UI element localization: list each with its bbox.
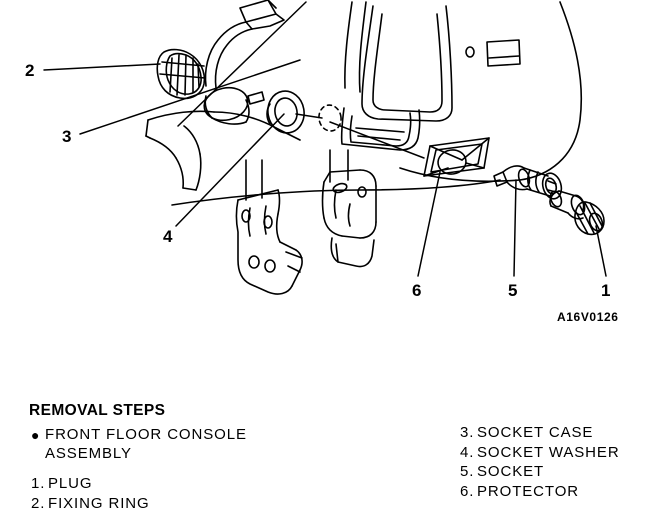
wiring-harness	[204, 0, 285, 89]
legend-item-6: 6.PROTECTOR	[460, 482, 620, 502]
socket-part	[493, 165, 563, 200]
part-code-label: A16V0126	[557, 310, 619, 324]
dash-panel-outline	[145, 110, 501, 206]
legend-item-1-number: 1.	[31, 475, 46, 492]
legend-item-1: 1.PLUG	[31, 474, 150, 494]
socket-washer-ring	[266, 90, 305, 134]
legend-item-2-number: 2.	[31, 494, 46, 512]
installed-position-ghost	[318, 104, 342, 132]
console-body-outline	[340, 1, 583, 183]
legend-item-4-label: SOCKET WASHER	[477, 443, 620, 461]
legend-item-2: 2.FIXING RING	[31, 494, 150, 514]
legend-item-5-number: 5.	[460, 463, 475, 480]
bullet-dot-icon: ●	[31, 427, 40, 443]
diagram-linework	[43, 0, 607, 295]
plug-part	[549, 190, 605, 236]
bullet-line-1: FRONT FLOOR CONSOLE	[45, 426, 247, 443]
protector-plate	[423, 137, 490, 177]
exploded-view-diagram: 2 3 4 6 5 1 A16V0126	[25, 0, 619, 324]
callout-3: 3	[62, 127, 72, 146]
legend-item-3-label: SOCKET CASE	[477, 424, 594, 441]
legend-item-5: 5.SOCKET	[460, 462, 620, 482]
legend-right-column: 3.SOCKET CASE 4.SOCKET WASHER 5.SOCKET 6…	[460, 423, 620, 501]
callout-1: 1	[601, 281, 611, 300]
legend-item-6-number: 6.	[460, 482, 475, 500]
console-bracket-right	[321, 149, 377, 268]
legend-item-3-number: 3.	[460, 424, 475, 441]
legend-item-4: 4.SOCKET WASHER	[460, 443, 620, 463]
removal-steps-heading: REMOVAL STEPS	[29, 402, 166, 419]
legend-item-6-label: PROTECTOR	[477, 482, 579, 500]
callout-5: 5	[508, 281, 518, 300]
callout-6: 6	[412, 281, 422, 300]
fixing-ring	[156, 48, 206, 100]
legend-item-4-number: 4.	[460, 443, 475, 461]
legend-item-2-label: FIXING RING	[48, 494, 150, 512]
callout-4: 4	[163, 227, 173, 246]
bullet-line-2: ASSEMBLY	[45, 445, 132, 462]
bullet-item-front-floor-console: ● FRONT FLOOR CONSOLE ASSEMBLY	[31, 425, 311, 463]
leader-lines	[43, 1, 607, 277]
legend-item-5-label: SOCKET	[477, 463, 545, 480]
removal-steps-legend: REMOVAL STEPS ● FRONT FLOOR CONSOLE ASSE…	[0, 380, 650, 517]
callout-2: 2	[25, 61, 35, 80]
legend-item-3: 3.SOCKET CASE	[460, 423, 620, 443]
socket-case-body	[203, 86, 265, 125]
legend-item-1-label: PLUG	[48, 475, 93, 492]
console-bracket-left	[235, 159, 303, 295]
legend-left-column: 1.PLUG 2.FIXING RING	[31, 474, 150, 513]
